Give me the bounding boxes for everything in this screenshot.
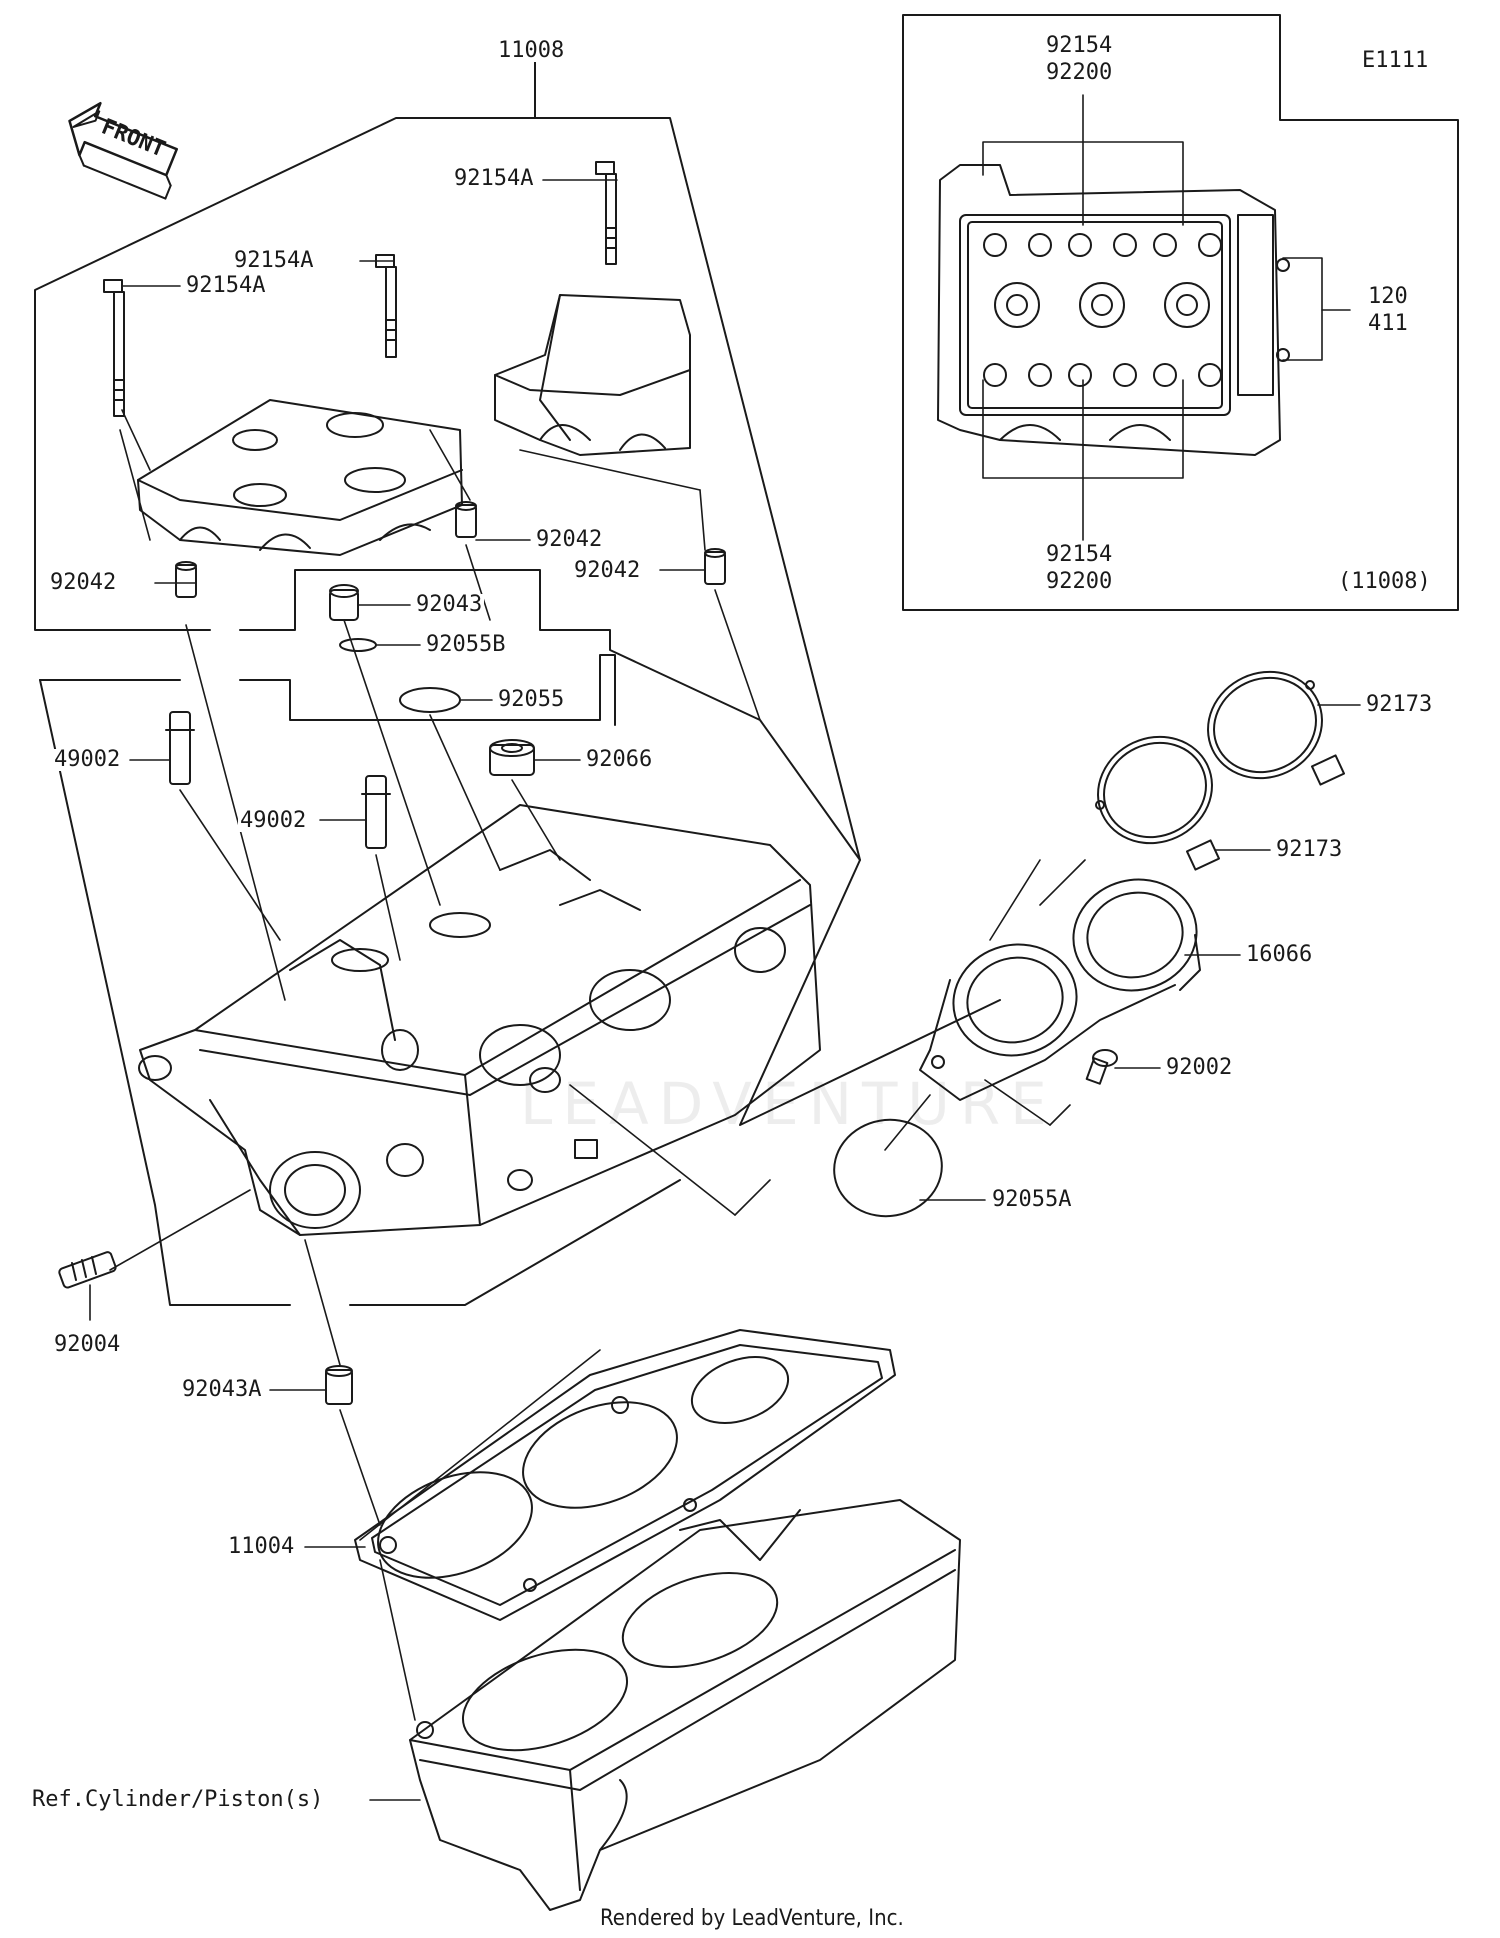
label-92173-lower: 92173	[1274, 837, 1345, 862]
label-ref-cylinder-piston: Ref.Cylinder/Piston(s)	[30, 1787, 326, 1812]
bolt-92154a-left	[103, 279, 125, 417]
oring-92055	[399, 687, 461, 713]
leader-lines	[89, 179, 1361, 1801]
inset-label-92154-top: 92154	[1044, 33, 1115, 58]
clamp-92173-upper	[1207, 670, 1346, 786]
label-92042-left: 92042	[48, 570, 119, 595]
oring-92055b	[339, 638, 377, 652]
label-92154a-mid: 92154A	[232, 248, 316, 273]
inset-label-92154-bottom: 92154	[1044, 542, 1115, 567]
label-11008: 11008	[496, 38, 567, 63]
label-49002-left: 49002	[52, 747, 123, 772]
label-92042-mid: 92042	[534, 527, 605, 552]
inset-label-92200-bottom: 92200	[1044, 569, 1115, 594]
stud-92004	[58, 1251, 117, 1289]
cylinder-block	[409, 1499, 961, 1911]
throttle-holder-16066	[919, 878, 1201, 1101]
valve-guide-49002-right	[361, 775, 391, 849]
screw-92002	[1085, 1049, 1118, 1085]
label-92154a-left: 92154A	[184, 273, 268, 298]
inset-head-topview	[937, 164, 1290, 456]
label-92002: 92002	[1164, 1055, 1235, 1080]
diagram-code: E1111	[1360, 48, 1431, 73]
inset-label-411: 411	[1366, 311, 1410, 336]
camshaft-cap-right	[494, 294, 691, 456]
valve-guide-49002-left	[165, 711, 195, 785]
cylinder-head	[138, 804, 821, 1236]
front-arrow-icon	[68, 101, 178, 200]
label-92055: 92055	[496, 687, 567, 712]
label-92055a: 92055A	[990, 1187, 1074, 1212]
inset-label-120: 120	[1366, 284, 1410, 309]
label-92043: 92043	[414, 592, 485, 617]
sleeve-92043	[329, 584, 359, 621]
label-16066: 16066	[1244, 942, 1315, 967]
dowel-92043a	[325, 1365, 353, 1405]
inset-frame	[902, 14, 1459, 611]
label-92066: 92066	[584, 747, 655, 772]
inset-label-92200-top: 92200	[1044, 60, 1115, 85]
camshaft-cap-left	[137, 399, 463, 556]
label-92004: 92004	[52, 1332, 123, 1357]
bolt-92154a-right	[595, 161, 617, 265]
footer-credit: Rendered by LeadVenture, Inc.	[600, 1906, 904, 1931]
inset-leaders	[982, 94, 1351, 541]
dowel-92042-left	[175, 561, 197, 598]
bolt-92154a-mid	[375, 254, 397, 358]
label-49002-right: 49002	[238, 808, 309, 833]
label-92154a-right: 92154A	[452, 166, 536, 191]
clamp-92173-lower	[1095, 735, 1221, 871]
inset-reference: (11008)	[1336, 569, 1433, 594]
oring-92055a	[833, 1118, 943, 1218]
head-gasket-11004	[354, 1329, 896, 1621]
assembly-outline	[34, 47, 1001, 1306]
dowel-92042-right	[704, 548, 726, 585]
label-11004: 11004	[226, 1534, 297, 1559]
label-92042-right: 92042	[572, 558, 643, 583]
dowel-92042-mid	[455, 501, 477, 538]
plug-92066	[489, 739, 535, 776]
label-92055b: 92055B	[424, 632, 508, 657]
label-92043a: 92043A	[180, 1377, 264, 1402]
label-92173-upper: 92173	[1364, 692, 1435, 717]
